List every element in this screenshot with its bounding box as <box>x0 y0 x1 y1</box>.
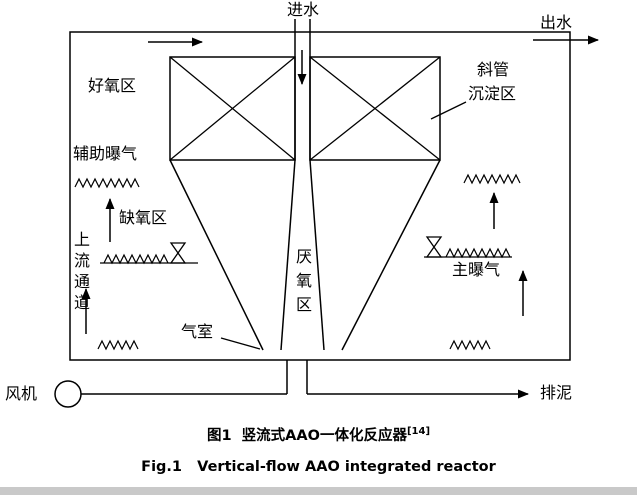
left-settler-diagonal-2 <box>169 56 296 161</box>
right-upper-diffuser-icon <box>463 173 521 185</box>
right-hopper-inner-wall <box>309 159 325 351</box>
label-anoxic-zone: 缺氧区 <box>119 208 168 227</box>
bottom-edge-strip <box>0 487 637 495</box>
bottom-right-diffuser-icon <box>449 339 491 351</box>
aux-aeration-valve-icon <box>169 242 187 264</box>
label-settling-zone-2: 沉淀区 <box>468 84 517 103</box>
label-blower: 风机 <box>5 384 38 403</box>
label-aerobic-zone: 好氧区 <box>88 76 137 95</box>
reactor-tank-outline <box>69 31 571 361</box>
label-aux-aeration: 辅助曝气 <box>73 144 138 163</box>
right-settler-diagonal-2 <box>309 56 441 161</box>
label-outlet: 出水 <box>540 13 573 32</box>
left-hopper-inner-wall <box>280 159 296 351</box>
gas-chamber-pointer-line <box>220 337 261 350</box>
caption-cn-text: 图1 竖流式AAO一体化反应器 <box>206 428 407 444</box>
label-settling-zone-1: 斜管 <box>477 60 510 79</box>
main-aeration-valve-icon <box>425 236 443 258</box>
left-settler-box <box>169 56 296 161</box>
label-anaerobic-zone: 厌氧区 <box>293 248 312 320</box>
label-gas-chamber: 气室 <box>181 322 214 341</box>
reactor-schematic <box>54 2 599 408</box>
blower-symbol <box>54 380 82 408</box>
caption-chinese: 图1 竖流式AAO一体化反应器[14] <box>0 424 637 445</box>
right-hopper-outer-wall <box>341 159 441 351</box>
bottom-left-diffuser-icon <box>97 339 139 351</box>
settling-zone-pointer-line <box>430 101 467 120</box>
anoxic-zone-diffuser-icon <box>103 253 169 265</box>
right-settler-box <box>309 56 441 161</box>
caption-citation: [14] <box>406 426 431 438</box>
main-aeration-diffuser-icon <box>445 247 511 259</box>
label-sludge-discharge: 排泥 <box>540 383 573 402</box>
label-main-aeration: 主曝气 <box>452 260 501 279</box>
aux-aeration-diffuser-icon <box>74 177 140 189</box>
caption-english: Fig.1 Vertical-flow AAO integrated react… <box>141 459 496 475</box>
label-upflow-channel: 上流通道 <box>71 231 90 315</box>
left-hopper-outer-wall <box>169 159 264 351</box>
label-inlet: 进水 <box>286 0 321 19</box>
